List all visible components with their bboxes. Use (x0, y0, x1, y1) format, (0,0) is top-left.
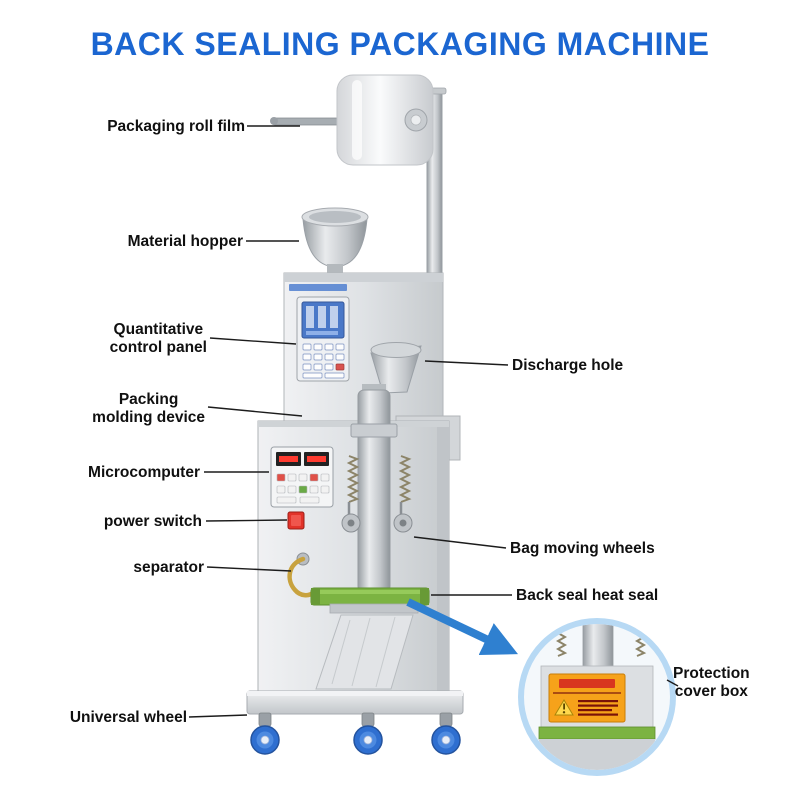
label-discharge-hole: Discharge hole (512, 357, 624, 374)
label-packing-molding-device: Packing molding device (92, 391, 205, 426)
page-title: BACK SEALING PACKAGING MACHINE (90, 26, 710, 62)
label-protection-cover-box: Protection cover box (673, 665, 750, 700)
zoom-arrow (406, 598, 519, 655)
label-separator: separator (133, 559, 204, 576)
label-bag-moving-wheels: Bag moving wheels (510, 540, 655, 557)
caster-right (431, 712, 461, 755)
callout-lines (188, 125, 679, 718)
spring-right (398, 455, 412, 503)
inset-ring (518, 618, 676, 776)
forming-tube (350, 384, 398, 593)
caster-middle (353, 712, 383, 755)
microcomputer-panel (270, 446, 334, 508)
label-microcomputer: Microcomputer (88, 464, 200, 481)
control-buttons (302, 343, 345, 379)
roll-shaft (270, 117, 355, 126)
discharge-chute (315, 614, 414, 690)
label-back-seal-heat-seal: Back seal heat seal (516, 587, 659, 604)
caster-left (250, 712, 280, 755)
separator-handle (287, 552, 317, 598)
material-hopper (301, 207, 369, 275)
universal-wheels (250, 712, 461, 755)
label-power-switch: power switch (103, 513, 202, 530)
label-quantitative-control-panel: Quantitative control panel (109, 321, 207, 356)
bag-moving-wheels (341, 455, 413, 533)
heat-seal-bar (310, 587, 430, 614)
warning-label (548, 673, 626, 723)
microcomputer-buttons (276, 473, 330, 504)
spring-left (346, 455, 360, 503)
power-switch (287, 511, 305, 530)
inset-tube (582, 624, 614, 671)
label-material-hopper: Material hopper (127, 233, 243, 250)
led-display-right (307, 456, 326, 462)
label-universal-wheel: Universal wheel (69, 709, 187, 726)
control-panel (296, 296, 350, 382)
film-roll (336, 74, 434, 166)
label-packaging-roll-film: Packaging roll film (107, 118, 245, 135)
protection-cover-box-inset (518, 618, 676, 776)
brand-sticker (289, 284, 347, 291)
led-display-left (279, 456, 298, 462)
base-platform (246, 690, 464, 715)
discharge-hole-funnel (370, 342, 422, 394)
